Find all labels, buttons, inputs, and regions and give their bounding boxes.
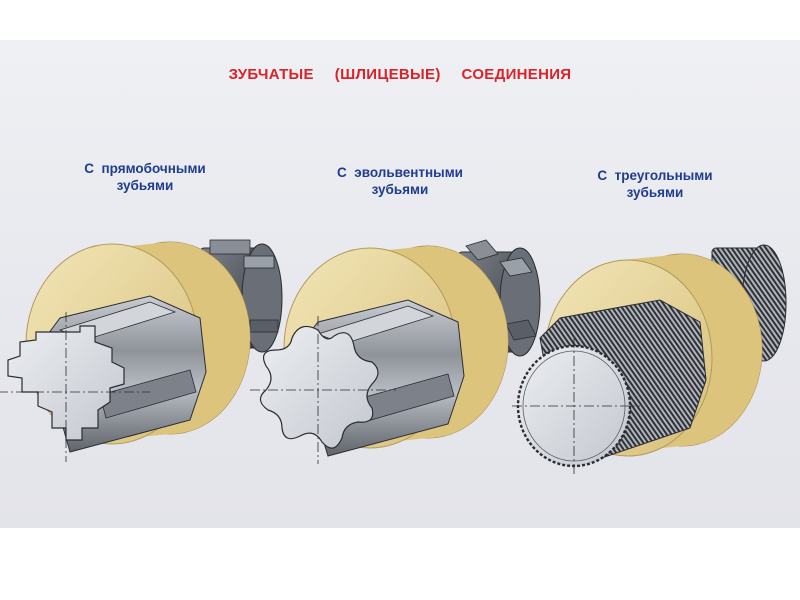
caption-involute: С эвольвентными зубьями bbox=[300, 164, 500, 198]
caption-line: С треугольными bbox=[597, 168, 713, 183]
caption-straight-sided: С прямобочными зубьями bbox=[45, 160, 245, 194]
involute-spline-joint-icon bbox=[250, 239, 541, 464]
caption-triangular: С треугольными зубьями bbox=[555, 167, 755, 201]
caption-line: зубьями bbox=[371, 182, 429, 197]
caption-line: С эвольвентными bbox=[337, 165, 463, 180]
spline-ridge bbox=[99, 369, 197, 419]
caption-line: зубьями bbox=[626, 185, 684, 200]
involute-spline-profile bbox=[259, 325, 379, 449]
page-title: ЗУБЧАТЫЕ (ШЛИЦЕВЫЕ) СОЕДИНЕНИЯ bbox=[228, 66, 572, 83]
straight-spline-joint-icon bbox=[0, 239, 283, 462]
caption-line: зубьями bbox=[116, 178, 174, 193]
straight-spline-profile bbox=[7, 325, 125, 441]
caption-line: С прямобочными bbox=[84, 161, 206, 176]
serrated-spline-joint-icon bbox=[512, 244, 787, 476]
